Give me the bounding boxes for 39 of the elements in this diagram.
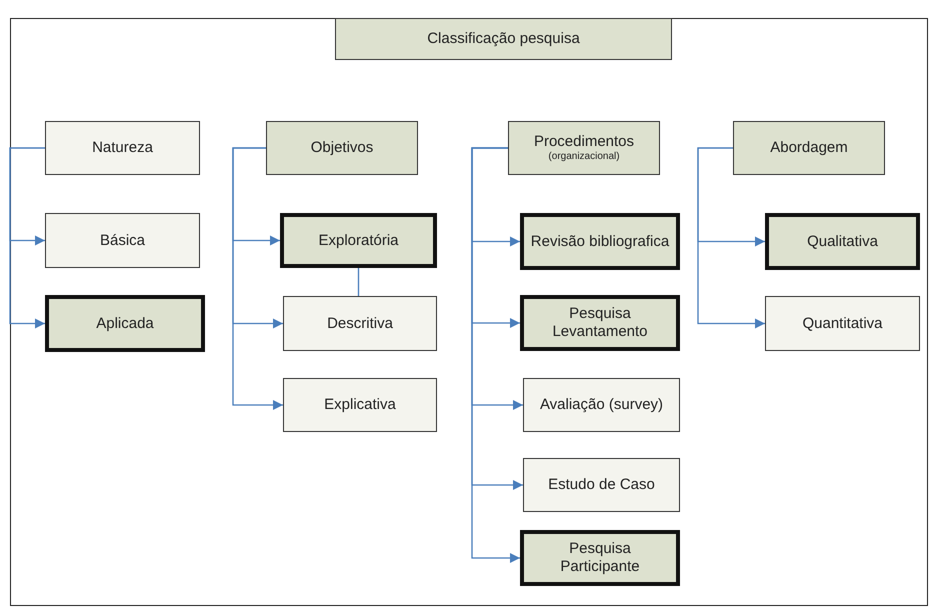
box-title: Descritiva — [327, 314, 393, 332]
box-title: Procedimentos — [534, 133, 634, 151]
connector-arrow — [471, 147, 520, 563]
connector-arrow — [697, 147, 765, 328]
box-title: Qualitativa — [807, 232, 878, 250]
box-title: Natureza — [92, 139, 153, 157]
connector-arrow — [232, 147, 283, 410]
box-title: Quantitativa — [802, 314, 883, 332]
box-title: Exploratória — [318, 232, 399, 250]
box-title: Aplicada — [96, 314, 154, 332]
box-title: Explicativa — [324, 396, 396, 414]
category-box — [45, 121, 200, 175]
category-box — [765, 296, 920, 351]
box-title: Avaliação (survey) — [540, 396, 664, 414]
category-box — [508, 121, 660, 175]
box-title: Objetivos — [310, 139, 374, 157]
category-box — [283, 296, 437, 351]
box-subtitle: (organizacional) — [548, 151, 620, 163]
category-box — [733, 121, 885, 175]
box-title: Abordagem — [770, 139, 848, 157]
box-title: Classificação pesquisa — [427, 30, 580, 48]
box-title: Pesquisa Participante — [559, 540, 641, 576]
connector-arrow — [9, 147, 45, 328]
category-box — [765, 213, 920, 270]
category-box — [45, 295, 205, 352]
category-box — [335, 18, 672, 60]
box-title: Estudo de Caso — [548, 476, 655, 494]
category-box — [283, 378, 437, 432]
category-box — [523, 458, 680, 512]
category-box — [520, 530, 680, 586]
category-box — [523, 378, 680, 432]
box-title: Revisão bibliografica — [530, 232, 670, 250]
category-box — [266, 121, 418, 175]
box-title: Básica — [100, 232, 146, 250]
box-title: Pesquisa Levantamento — [551, 305, 649, 341]
category-box — [520, 295, 680, 351]
category-box — [280, 213, 437, 268]
category-box — [520, 213, 680, 270]
category-box — [45, 213, 200, 268]
